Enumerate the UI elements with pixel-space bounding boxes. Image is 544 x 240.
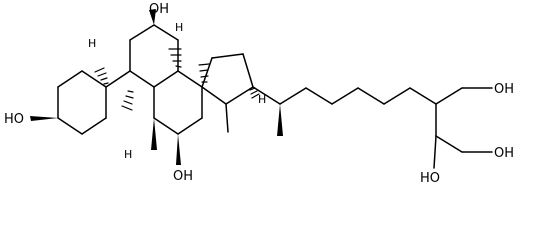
structure-canvas: HO OH OH H H H (4, 2, 514, 186)
oh-label-side-bottom: OH (494, 146, 514, 161)
c14-hydrogen (198, 63, 210, 83)
c9-hydrogen: H (121, 90, 134, 161)
ring-d (201, 53, 254, 105)
c12-hydroxyl: OH (173, 134, 193, 184)
ho-label-side: HO (420, 171, 440, 186)
h-label-c8: H (175, 21, 183, 34)
chemical-structure: HO OH OH H H H (4, 2, 514, 186)
c8-hydrogen: H (168, 21, 183, 68)
oh-label-side-top: OH (494, 82, 514, 97)
c5-hydrogen: H (88, 37, 109, 85)
h-label-c9: H (124, 148, 132, 161)
ring-c (153, 70, 203, 135)
ho-label-c3: HO (4, 112, 24, 127)
oh-label-c12: OH (173, 169, 193, 184)
ring-a (57, 70, 107, 135)
ring-b (105, 24, 179, 88)
c3-hydroxyl: HO (4, 112, 58, 127)
methyl-groups (151, 103, 229, 150)
side-chain (252, 86, 493, 153)
h-label-c5: H (88, 37, 96, 50)
c7-hydroxyl: OH (149, 2, 169, 25)
oh-label-c7: OH (149, 2, 169, 17)
h-label-c17: H (258, 93, 266, 106)
